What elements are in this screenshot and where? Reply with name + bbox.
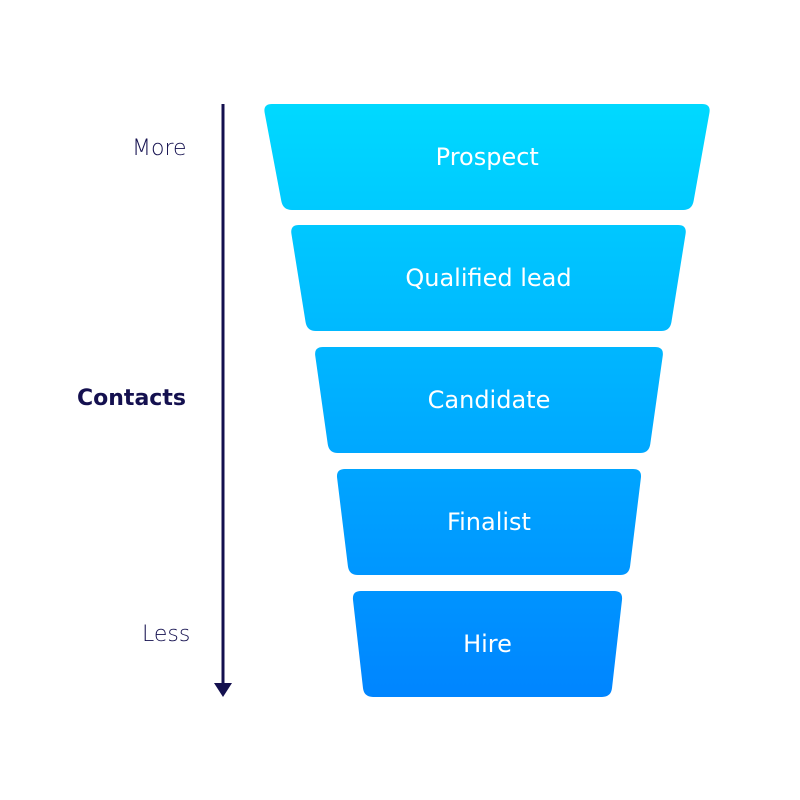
funnel-stage-label: Prospect: [436, 143, 539, 171]
funnel-stage: Finalist: [336, 469, 642, 575]
axis-label-less: Less: [142, 622, 191, 647]
funnel-stage-shape: [264, 104, 710, 210]
funnel-stage-shape: [315, 347, 663, 453]
funnel-stage: Candidate: [315, 347, 663, 453]
funnel-stage: Prospect: [264, 104, 710, 210]
funnel-stage: Hire: [352, 591, 623, 697]
funnel-stage-shape: [352, 591, 623, 697]
funnel-stage-shape: [291, 225, 686, 331]
funnel-stage: Qualified lead: [291, 225, 686, 331]
funnel-stage-label: Finalist: [447, 508, 531, 536]
funnel-stage-label: Candidate: [428, 386, 551, 414]
axis-arrowhead-icon: [214, 683, 232, 697]
funnel-stage-shape: [336, 469, 642, 575]
axis-label-contacts: Contacts: [77, 386, 186, 411]
funnel-stage-label: Qualified lead: [405, 264, 571, 292]
axis-label-more: More: [132, 136, 187, 161]
funnel-stage-label: Hire: [463, 630, 512, 658]
